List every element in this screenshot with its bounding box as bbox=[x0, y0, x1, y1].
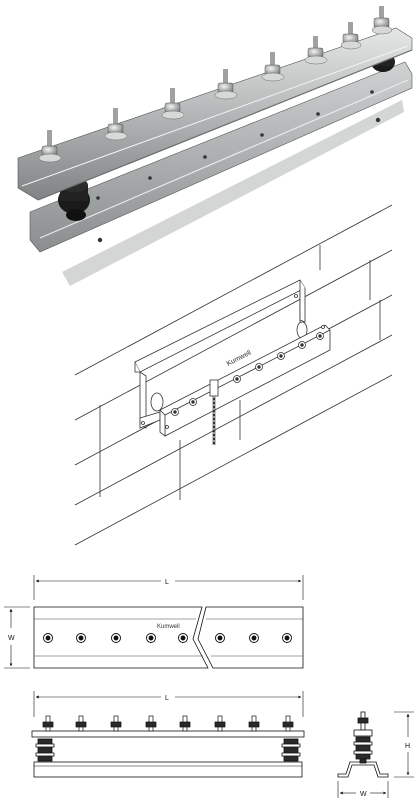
front-base-rail bbox=[33, 761, 303, 778]
bolt-set bbox=[38, 6, 393, 163]
wall-mount-drawing bbox=[74, 204, 393, 546]
length-dimension-front bbox=[33, 691, 304, 717]
front-bolts bbox=[42, 715, 294, 732]
front-busbar bbox=[31, 730, 305, 738]
bolt bbox=[161, 88, 185, 120]
top-view-brand: Kumwell bbox=[157, 624, 180, 630]
ground-cable bbox=[209, 379, 219, 445]
top-bar-left bbox=[33, 606, 209, 669]
length-dimension-top bbox=[33, 575, 304, 600]
width-label-top: W bbox=[8, 635, 15, 642]
busbar-photo bbox=[17, 6, 413, 286]
top-view-holes bbox=[43, 633, 292, 643]
length-label-front: L bbox=[165, 695, 169, 702]
width-dimension-side bbox=[337, 781, 389, 798]
width-label-side: W bbox=[360, 791, 367, 798]
height-label-side: H bbox=[405, 743, 410, 750]
front-view: L bbox=[31, 691, 305, 778]
mount-bracket bbox=[134, 279, 306, 429]
bolt bbox=[340, 22, 362, 50]
bolt bbox=[104, 108, 128, 141]
bolt bbox=[38, 130, 62, 163]
bolt bbox=[371, 6, 393, 35]
side-busbar bbox=[353, 729, 373, 737]
lower-rail bbox=[29, 61, 413, 253]
bolt bbox=[304, 36, 328, 65]
height-dimension-side bbox=[394, 711, 414, 778]
side-insulator bbox=[353, 736, 373, 760]
terminal-set bbox=[165, 325, 325, 429]
top-view: L W Kumwell bbox=[4, 575, 304, 669]
bolt bbox=[214, 69, 238, 100]
side-bracket bbox=[337, 761, 389, 778]
length-label-top: L bbox=[165, 579, 169, 586]
front-insulator-right bbox=[281, 738, 301, 762]
side-view: H W bbox=[337, 711, 414, 798]
front-insulator-left bbox=[35, 738, 55, 762]
bolt bbox=[261, 52, 285, 82]
width-dimension-top bbox=[4, 606, 30, 669]
